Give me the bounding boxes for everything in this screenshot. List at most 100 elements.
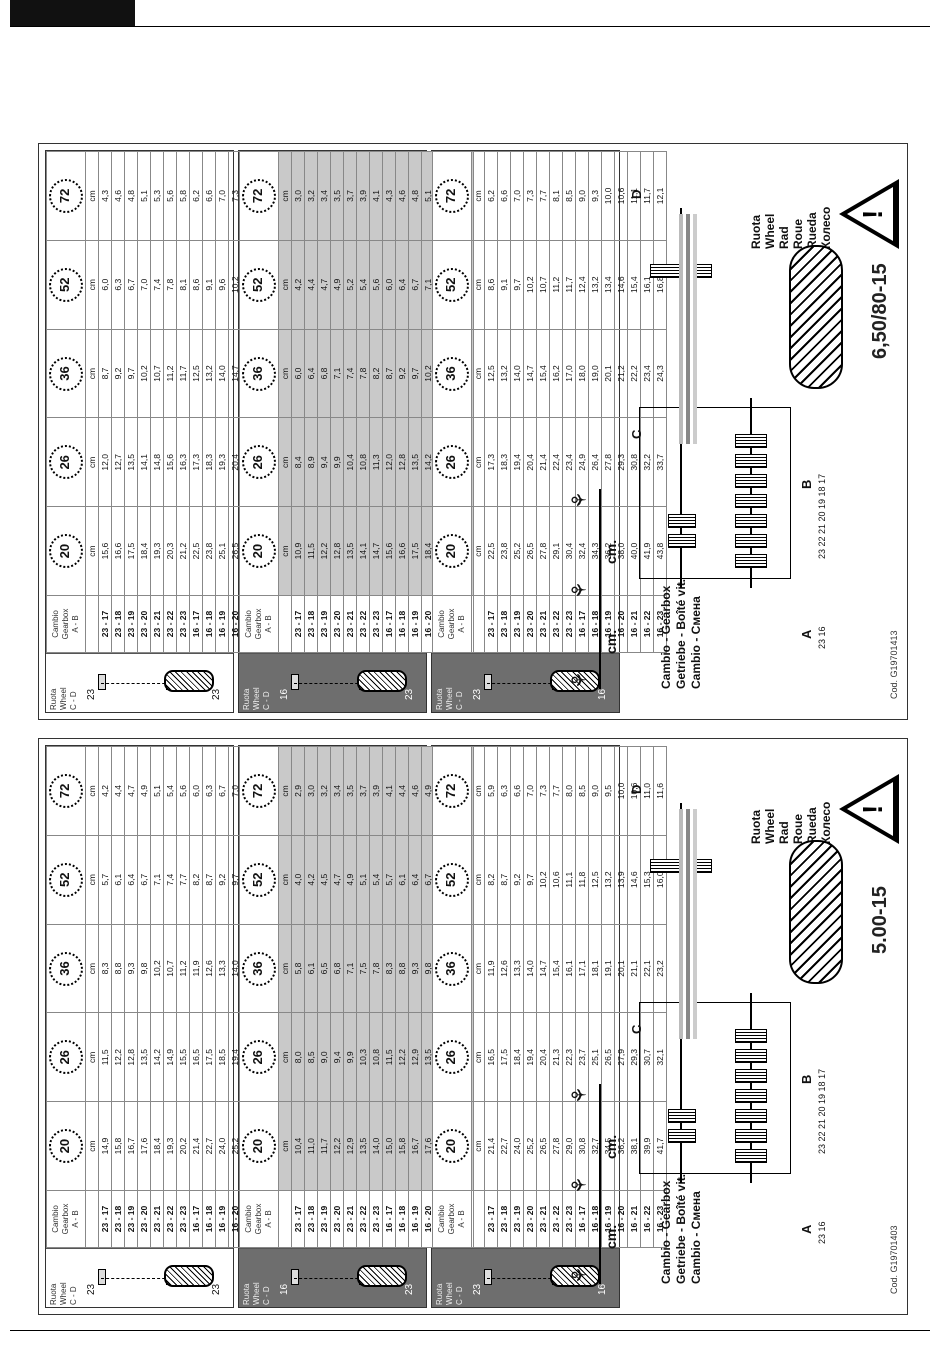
spacing-value: 11,5 — [98, 1012, 112, 1102]
tyre-size: 6,50/80-15 — [869, 263, 891, 359]
gear-teeth-icon: 36 — [435, 356, 469, 391]
spacing-value: 10,8 — [369, 1012, 383, 1102]
label-c: C — [629, 429, 644, 439]
spacing-value: 12,2 — [395, 1012, 409, 1102]
spacing-value: 4,6 — [395, 151, 409, 241]
gearbox-header-line: A - B — [71, 1210, 80, 1228]
spacing-value: 8,2 — [189, 835, 203, 925]
spacing-value: 13,5 — [343, 506, 357, 596]
spacing-value: 25,2 — [523, 1101, 537, 1191]
warning-triangle-icon: ! — [839, 774, 899, 844]
tyre-icon — [357, 1265, 407, 1287]
spacing-value: 19,3 — [150, 506, 164, 596]
seedling-icon: ⚘ — [569, 1176, 591, 1194]
spacing-value: 5,6 — [176, 746, 190, 836]
spacing-value: 12,0 — [98, 417, 112, 507]
spacing-value: 12,2 — [330, 1101, 344, 1191]
gear-teeth-icon: 26 — [49, 1040, 83, 1075]
spacing-value: 3,2 — [304, 151, 318, 241]
spacing-value: 22,7 — [202, 1101, 216, 1191]
gear-icon — [735, 434, 767, 448]
spacing-value: 25,1 — [215, 506, 229, 596]
teeth-header: 20 — [46, 506, 86, 596]
spacing-value: 5,7 — [382, 835, 396, 925]
unit-cell: cm — [278, 746, 292, 836]
gearbox-ratio: 23 - 20 — [330, 1190, 344, 1248]
gearbox-ratio: 23 - 18 — [497, 1190, 511, 1248]
spacing-value: 22,5 — [189, 506, 203, 596]
spacing-value: 10,2 — [150, 924, 164, 1013]
spacing-value: 4,2 — [98, 746, 112, 836]
gearbox-ratio: 23 - 19 — [124, 595, 138, 653]
wheel-label-line: Rad — [777, 821, 791, 844]
gear-teeth-icon: 36 — [242, 951, 276, 986]
spacing-value: 17,5 — [202, 1012, 216, 1102]
spacing-value: 8,8 — [395, 924, 409, 1013]
spacing-value: 4,7 — [124, 746, 138, 836]
spacing-value: 7,0 — [215, 151, 229, 241]
unit-cell: cm — [471, 924, 485, 1013]
gear-teeth-icon: 20 — [242, 534, 276, 569]
gearbox-header-line: Gearbox — [61, 1203, 70, 1235]
gearbox-ratio: 23 - 21 — [343, 595, 357, 653]
gear-top-teeth: 23 — [472, 1283, 483, 1295]
spacing-value: 9,8 — [137, 924, 151, 1013]
gearbox-ratio: 16 - 19 — [215, 1190, 229, 1248]
spacing-value: 4,5 — [317, 835, 331, 925]
teeth-header: 26 — [432, 1012, 472, 1102]
top-rule — [10, 26, 930, 27]
wheel-label-line: Roue — [791, 219, 805, 249]
teeth-header: 72 — [239, 746, 279, 836]
gear-top-teeth: 23 — [86, 688, 97, 700]
gear-teeth-icon: 36 — [49, 356, 83, 391]
unit-cell: cm — [278, 329, 292, 418]
gearbox-ratio: 23 - 21 — [536, 1190, 550, 1248]
spacing-value: 4,1 — [369, 151, 383, 241]
spacing-value: 7,4 — [343, 329, 357, 418]
gearbox-header-line: Cambio — [51, 1205, 60, 1233]
gear-teeth-icon: 26 — [435, 445, 469, 480]
cm-label: cm. — [603, 1224, 619, 1249]
spacing-value: 14,0 — [369, 1101, 383, 1191]
label-b-numbers: 23 22 21 20 19 18 17 — [817, 1068, 827, 1154]
seedling-icon: ⚘ — [569, 581, 591, 599]
unit-cell — [85, 595, 99, 653]
teeth-header: 36 — [46, 924, 86, 1013]
spacing-value: 16,3 — [176, 417, 190, 507]
spacing-value: 10,2 — [523, 240, 537, 330]
gearbox-header-line: Gearbox — [254, 1203, 263, 1235]
gearbox-header-line: Cambio — [244, 610, 253, 638]
unit-cell — [278, 595, 292, 653]
gear-icon — [735, 474, 767, 488]
teeth-header: 20 — [432, 1101, 472, 1191]
gear-teeth-icon: 26 — [49, 445, 83, 480]
gearbox-header-line: Cambio — [51, 610, 60, 638]
gearbox-ratio: 23 - 17 — [98, 595, 112, 653]
unit-cell: cm — [471, 1101, 485, 1191]
teeth-header: 20 — [46, 1101, 86, 1191]
spacing-value: 12,8 — [330, 506, 344, 596]
wheel-header-line: Ruota — [49, 1283, 58, 1305]
gearbox-ratio: 23 - 19 — [510, 1190, 524, 1248]
spacing-value: 14,1 — [137, 417, 151, 507]
unit-cell: cm — [85, 417, 99, 507]
spacing-value: 6,7 — [215, 746, 229, 836]
label-a-numbers: 23 16 — [817, 626, 827, 649]
gearbox-title-line: Getriebe - Boîté vit. — [674, 578, 688, 689]
teeth-header: 52 — [239, 835, 279, 925]
spacing-value: 4,7 — [330, 835, 344, 925]
